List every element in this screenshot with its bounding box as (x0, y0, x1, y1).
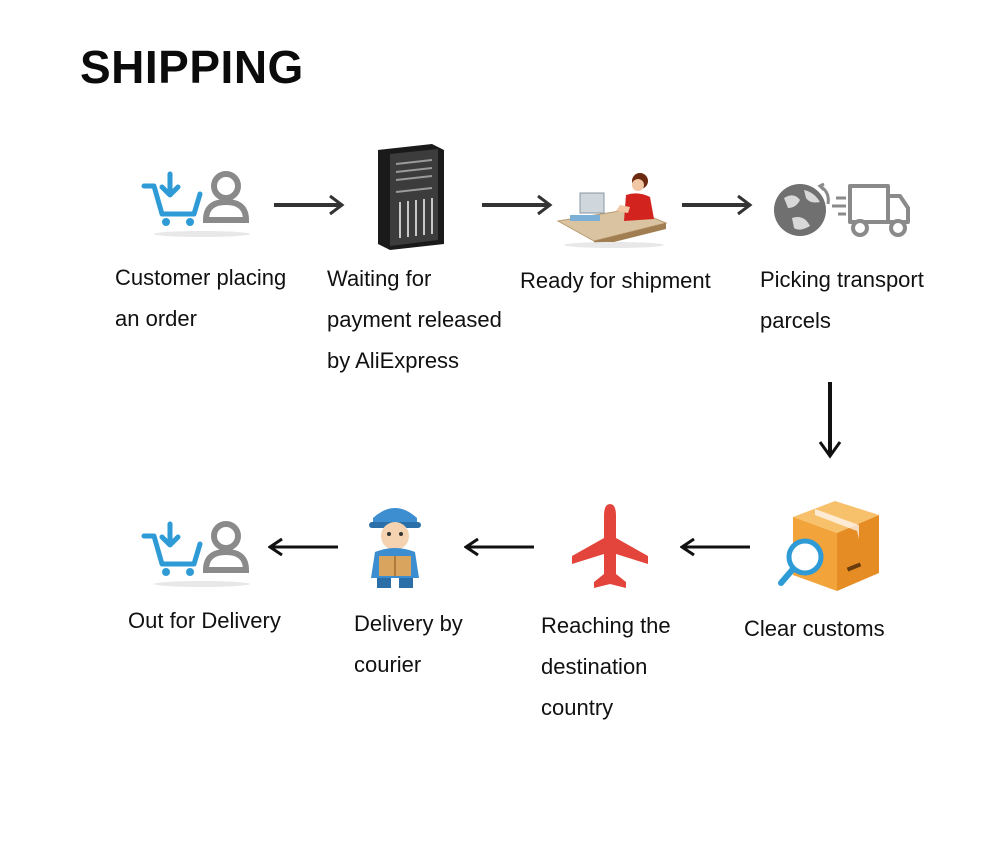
cart-user-icon (141, 171, 250, 237)
server-icon (378, 144, 444, 250)
arrow-left-1 (680, 537, 750, 557)
globe-truck-icon (774, 182, 910, 237)
page-title: SHIPPING (80, 41, 304, 93)
arrow-down (818, 382, 842, 459)
step-label-ready-shipment: Ready for shipment (520, 268, 711, 293)
arrow-right-3 (682, 194, 753, 216)
box-search-icon (778, 501, 879, 591)
step-label-clear-customs: Clear customs (744, 616, 885, 641)
cart-user-icon (141, 521, 250, 587)
arrow-right-1 (274, 194, 345, 216)
operator-desk-icon (556, 173, 668, 248)
courier-icon (369, 508, 421, 588)
arrow-left-3 (268, 537, 338, 557)
airplane-icon (572, 504, 648, 588)
arrow-left-2 (464, 537, 534, 557)
arrow-right-2 (482, 194, 553, 216)
step-label-out-for-delivery: Out for Delivery (128, 608, 281, 633)
